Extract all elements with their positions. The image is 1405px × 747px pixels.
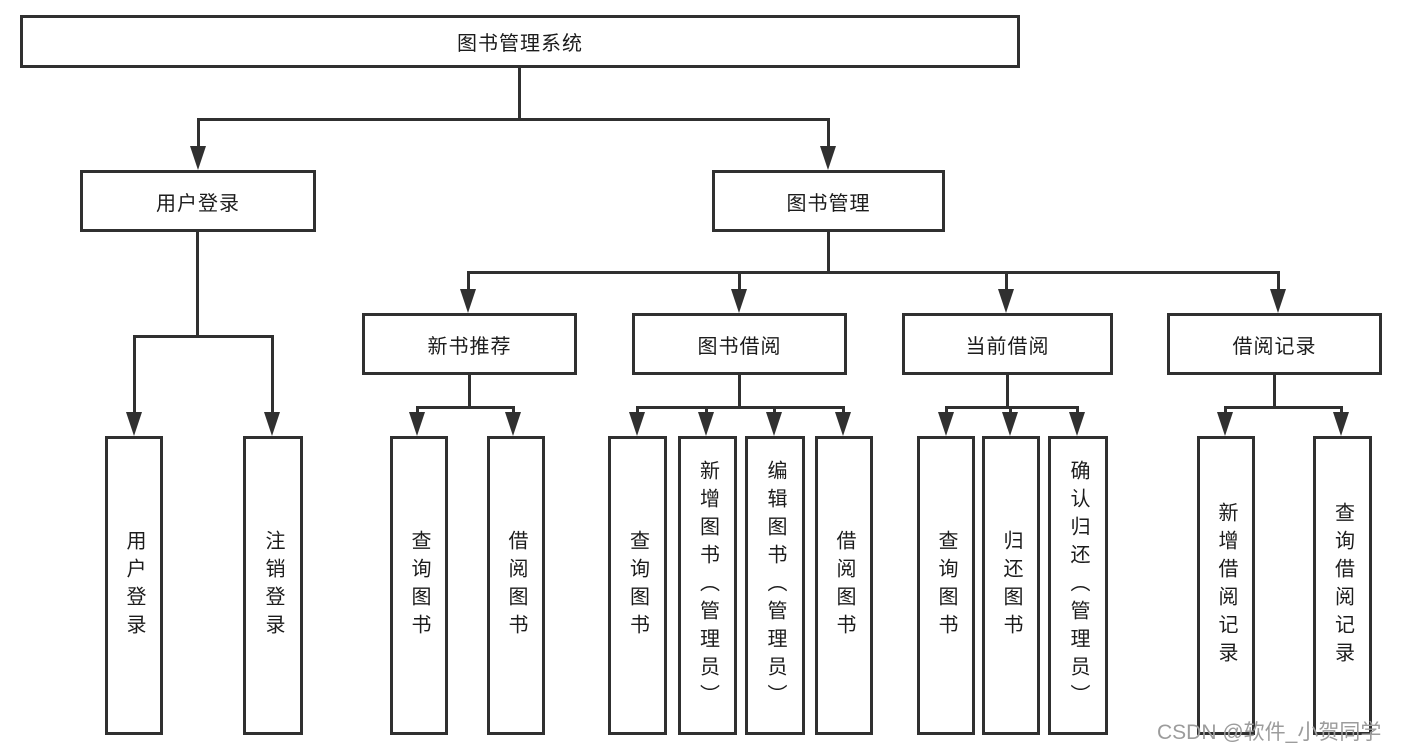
node-borrowing-records: 借阅记录 xyxy=(1167,313,1382,375)
node-book-management: 图书管理 xyxy=(712,170,945,232)
leaf-label: 新增图书（管理员） xyxy=(696,459,719,712)
connector-line xyxy=(1224,406,1227,416)
connector-line xyxy=(416,406,419,416)
leaf-label: 归还图书 xyxy=(1000,529,1022,642)
connector-line xyxy=(827,118,830,148)
connector-line xyxy=(1340,406,1343,416)
connector-line xyxy=(1273,375,1276,406)
arrowhead-down-icon xyxy=(126,412,142,436)
connector-line xyxy=(738,375,741,406)
leaf-add-borrow-record: 新增借阅记录 xyxy=(1197,436,1255,735)
arrowhead-down-icon xyxy=(1002,412,1018,436)
connector-line xyxy=(133,335,136,415)
leaf-confirm-return-admin: 确认归还（管理员） xyxy=(1048,436,1108,735)
node-new-book-recommend: 新书推荐 xyxy=(362,313,577,375)
leaf-borrow-books-recommend: 借阅图书 xyxy=(487,436,545,735)
connector-line xyxy=(773,406,776,416)
arrowhead-down-icon xyxy=(264,412,280,436)
connector-line xyxy=(827,232,830,271)
connector-line xyxy=(1009,406,1012,416)
leaf-label: 查询图书 xyxy=(408,529,430,642)
node-label: 新书推荐 xyxy=(427,335,512,358)
leaf-label: 查询借阅记录 xyxy=(1331,501,1354,670)
node-library-management-system: 图书管理系统 xyxy=(20,15,1020,68)
node-label: 借阅记录 xyxy=(1232,335,1317,358)
arrowhead-down-icon xyxy=(835,412,851,436)
node-label: 图书管理系统 xyxy=(457,33,583,55)
leaf-borrow-books: 借阅图书 xyxy=(815,436,873,735)
node-label: 当前借阅 xyxy=(965,335,1050,358)
arrowhead-down-icon xyxy=(1333,412,1349,436)
arrowhead-down-icon xyxy=(820,146,836,170)
node-book-borrowing: 图书借阅 xyxy=(632,313,847,375)
node-label: 图书借阅 xyxy=(697,335,782,358)
leaf-label: 用户登录 xyxy=(123,529,145,642)
connector-line xyxy=(196,232,199,335)
connector-line xyxy=(1277,271,1280,291)
connector-line xyxy=(467,271,470,291)
connector-line xyxy=(198,118,830,121)
arrowhead-down-icon xyxy=(766,412,782,436)
leaf-label: 编辑图书（管理员） xyxy=(764,459,786,712)
arrowhead-down-icon xyxy=(1069,412,1085,436)
connector-line xyxy=(467,271,1280,274)
node-label: 用户登录 xyxy=(156,192,240,215)
leaf-query-books-current: 查询图书 xyxy=(917,436,975,735)
arrowhead-down-icon xyxy=(460,289,476,313)
leaf-query-books-recommend: 查询图书 xyxy=(390,436,448,735)
leaf-add-books-admin: 新增图书（管理员） xyxy=(678,436,737,735)
leaf-logout: 注销登录 xyxy=(243,436,303,735)
arrowhead-down-icon xyxy=(698,412,714,436)
arrowhead-down-icon xyxy=(190,146,206,170)
connector-line xyxy=(197,118,200,148)
leaf-query-books-borrowing: 查询图书 xyxy=(608,436,667,735)
connector-line xyxy=(1005,271,1008,291)
leaf-edit-books-admin: 编辑图书（管理员） xyxy=(745,436,805,735)
connector-line xyxy=(468,375,471,406)
leaf-user-login: 用户登录 xyxy=(105,436,163,735)
arrowhead-down-icon xyxy=(409,412,425,436)
connector-line xyxy=(636,406,639,416)
connector-line xyxy=(271,335,274,415)
arrowhead-down-icon xyxy=(1217,412,1233,436)
node-user-login: 用户登录 xyxy=(80,170,316,232)
csdn-watermark: CSDN @软件_小贺同学 xyxy=(1157,721,1382,744)
arrowhead-down-icon xyxy=(998,289,1014,313)
connector-line xyxy=(133,335,274,338)
connector-line xyxy=(636,406,845,409)
arrowhead-down-icon xyxy=(731,289,747,313)
connector-line xyxy=(416,406,515,409)
leaf-query-borrow-record: 查询借阅记录 xyxy=(1313,436,1372,735)
arrowhead-down-icon xyxy=(629,412,645,436)
connector-line xyxy=(705,406,708,416)
leaf-label: 借阅图书 xyxy=(833,529,855,642)
connector-line xyxy=(945,406,948,416)
connector-line xyxy=(1224,406,1343,409)
connector-line xyxy=(842,406,845,416)
connector-line xyxy=(518,68,521,118)
leaf-label: 查询图书 xyxy=(626,529,649,642)
arrowhead-down-icon xyxy=(1270,289,1286,313)
arrowhead-down-icon xyxy=(938,412,954,436)
connector-line xyxy=(738,271,741,291)
leaf-label: 确认归还（管理员） xyxy=(1067,459,1089,712)
node-current-borrowing: 当前借阅 xyxy=(902,313,1113,375)
leaf-label: 借阅图书 xyxy=(505,529,527,642)
connector-line xyxy=(945,406,1079,409)
arrowhead-down-icon xyxy=(505,412,521,436)
connector-line xyxy=(512,406,515,416)
leaf-label: 新增借阅记录 xyxy=(1215,501,1237,670)
leaf-label: 注销登录 xyxy=(262,529,284,642)
node-label: 图书管理 xyxy=(786,192,871,215)
connector-line xyxy=(1006,375,1009,406)
connector-line xyxy=(1076,406,1079,416)
leaf-label: 查询图书 xyxy=(935,529,957,642)
leaf-return-books: 归还图书 xyxy=(982,436,1040,735)
